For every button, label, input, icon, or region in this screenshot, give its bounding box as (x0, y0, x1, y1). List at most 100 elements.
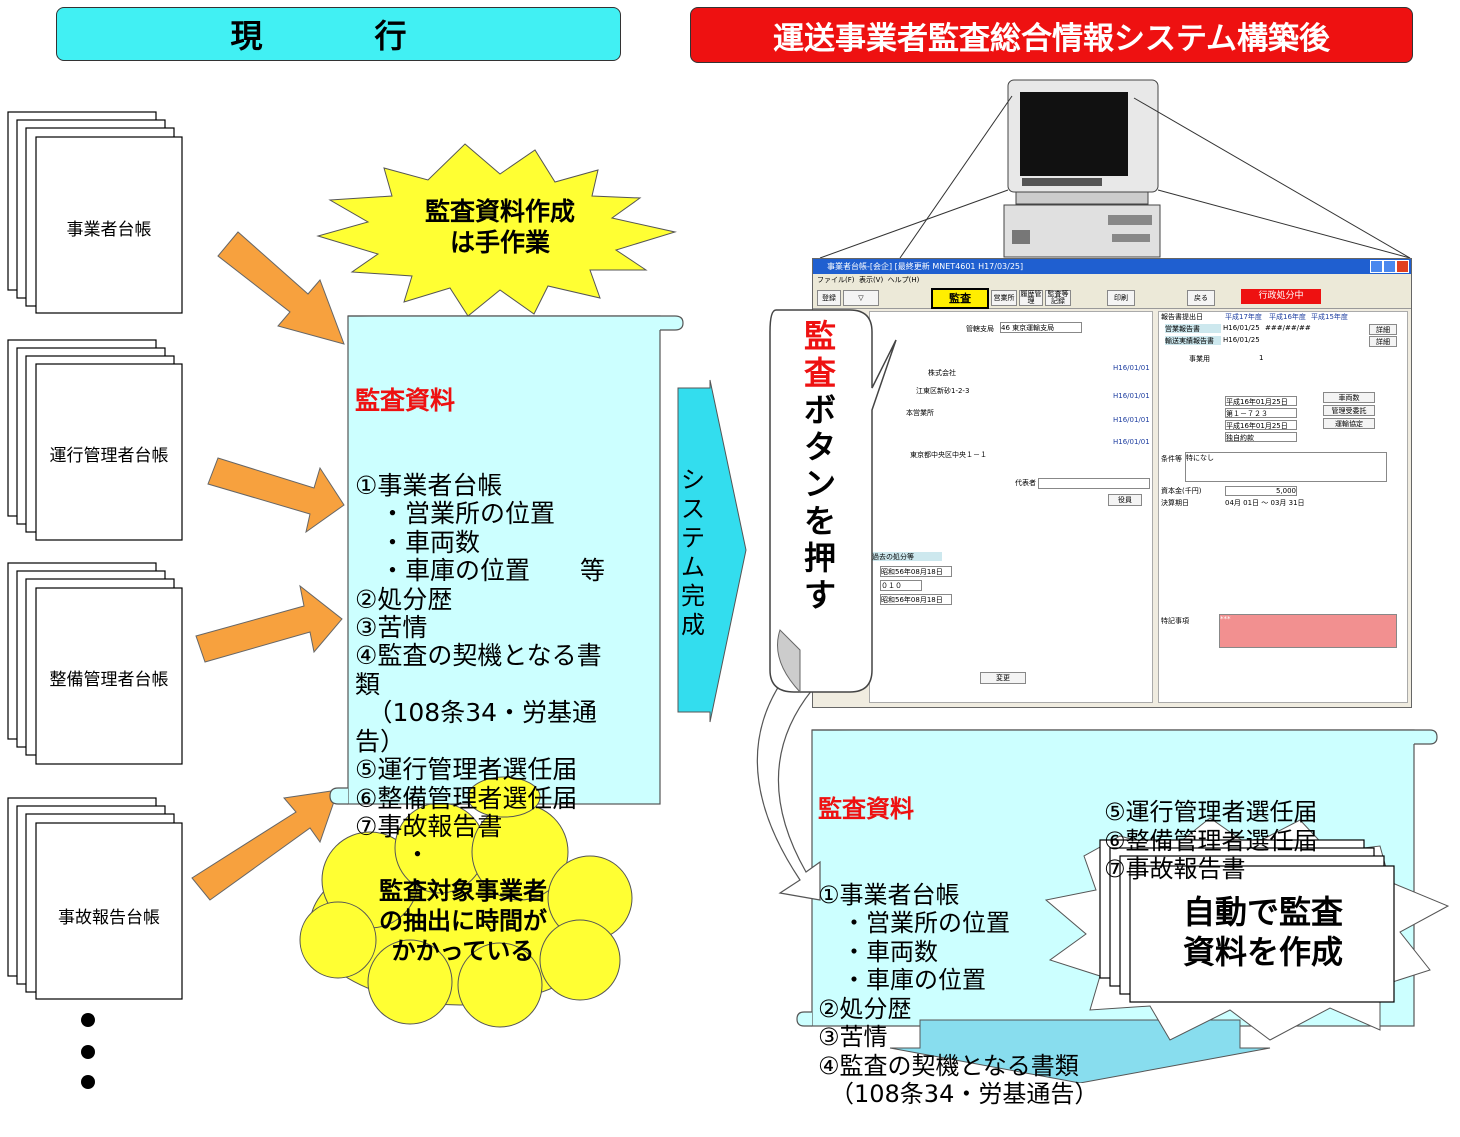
capital-value[interactable]: 5,000 (1225, 486, 1297, 496)
window-close-button[interactable] (1396, 260, 1409, 273)
print-button[interactable]: 印刷 (1107, 290, 1135, 306)
rule-date[interactable]: 平成16年01月25日 (1225, 420, 1297, 430)
capital-label: 資本金(千円) (1161, 487, 1202, 495)
system-complete-arrow (677, 379, 747, 723)
continuation-dot (81, 1045, 95, 1059)
menu-file[interactable]: ファイル(F) (817, 276, 855, 284)
left-list-item: ・営業所の位置 (355, 499, 556, 529)
staff-button[interactable]: 役員 (1108, 494, 1142, 506)
company-name: 株式会社 (928, 369, 956, 377)
remarks-field[interactable]: *** (1219, 614, 1397, 648)
thought-bubble-large (467, 776, 541, 818)
audit-record-button[interactable]: 監査等記録 (1045, 290, 1071, 306)
system-complete-label: システム完成 (681, 466, 705, 639)
right-list-item: ⑦事故報告書 (1104, 855, 1246, 883)
right-list-item: ③苦情 (818, 1023, 888, 1051)
vehicles-count: 1 (1259, 354, 1264, 362)
history-date-2[interactable]: 昭和56年08月18日 (880, 594, 952, 605)
business-report-mask: ###/##/## (1265, 324, 1311, 332)
business-report-label: 営業報告書 (1165, 324, 1221, 333)
rule-type[interactable]: 独自約款 (1225, 432, 1297, 442)
left-list-item: ①事業者台帳 (355, 471, 503, 501)
left-list-item: 類 (355, 669, 381, 699)
permit-number[interactable]: 第１－７２３ (1225, 408, 1297, 418)
computer-icon (819, 79, 1411, 259)
left-list-item: ③苦情 (355, 613, 428, 643)
time-cloud-text: 監査対象事業者 の抽出に時間が かかっている (379, 877, 547, 965)
ledger-stack-2 (7, 339, 183, 541)
ledger-stack-1 (7, 111, 183, 314)
permit-date[interactable]: 平成16年01月25日 (1225, 396, 1297, 406)
date-h16-2: H16/01/01 (1113, 392, 1150, 400)
diagram-canvas (7, 79, 1450, 1083)
filter-button[interactable]: ▽ (843, 290, 879, 306)
auto-create-paper-stack (1099, 839, 1395, 1003)
right-list-item: ②処分歴 (818, 994, 912, 1023)
arrow-ledger2-to-scroll (207, 457, 345, 534)
left-list-item: ④監査の契機となる書 (355, 641, 602, 671)
right-list-item: （108条34・労基通告） (818, 1080, 1099, 1108)
left-list-item: ⑥整備管理者選任届 (355, 783, 578, 813)
right-list-item: ⑤運行管理者選任届 (1104, 798, 1318, 826)
transport-agreement-button[interactable]: 運輸協定 (1323, 418, 1375, 429)
right-list-item: ④監査の契機となる書類 (818, 1051, 1079, 1080)
right-list-item: ①事業者台帳 (818, 880, 960, 909)
change-button[interactable]: 変更 (980, 672, 1026, 684)
current-header: 現 行 (56, 7, 621, 61)
window-maximize-button[interactable] (1383, 260, 1396, 273)
fiscal-label: 決算期日 (1161, 499, 1189, 507)
history-date-1[interactable]: 昭和56年08月18日 (880, 566, 952, 577)
representative-label: 代表者 (1015, 479, 1036, 487)
sales-office-button[interactable]: 営業所 (991, 290, 1017, 306)
office-label: 管轄支局 (966, 325, 994, 333)
transport-report-date: H16/01/25 (1223, 336, 1260, 344)
history-label: 過去の処分等 (872, 552, 942, 561)
app-titlebar: 事業者台帳-[会企] [最終更新 MNET4601 H17/03/25] (813, 259, 1411, 274)
back-button[interactable]: 戻る (1187, 290, 1215, 306)
left-list-item: （108条34・労基通 (355, 698, 598, 728)
address-field: 江東区新砂1-2-3 (916, 387, 970, 395)
left-list-item: ⑦事故報告書 (355, 811, 503, 841)
transport-report-label: 輸送実績報告書 (1165, 336, 1221, 345)
app-window: 事業者台帳-[会企] [最終更新 MNET4601 H17/03/25] ファイ… (812, 258, 1412, 708)
right-list-item: ・営業所の位置 (818, 909, 1010, 937)
address2-field: 東京都中央区中央１－１ (910, 451, 987, 459)
right-list-item: ・車庫の位置 (818, 966, 986, 994)
left-list-item: ・車両数 (355, 527, 481, 557)
sales-office-field: 本営業所 (906, 409, 934, 417)
date-h16-4: H16/01/01 (1113, 438, 1150, 446)
report-form-panel: 報告書提出日 平成17年度 平成16年度 平成15年度 営業報告書 H16/01… (1158, 311, 1408, 703)
app-menubar: ファイル(F) 表示(V) ヘルプ(H) (813, 274, 1411, 286)
history-code[interactable]: ０１０ (880, 580, 922, 591)
date-h16-1: H16/01/01 (1113, 364, 1150, 372)
detail-button-1[interactable]: 詳細 (1369, 324, 1397, 335)
office-select[interactable]: 46 東京運輸支局 (1000, 322, 1082, 333)
vehicle-count-button[interactable]: 車両数 (1323, 392, 1375, 403)
history-button[interactable]: 履歴管理 (1019, 290, 1043, 306)
right-list-item: ・車両数 (818, 937, 938, 966)
audit-button[interactable]: 監査 (931, 288, 989, 309)
status-badge: 行政処分中 (1241, 289, 1321, 304)
window-minimize-button[interactable] (1370, 260, 1383, 273)
left-list-item: ⑤運行管理者選任届 (355, 755, 578, 785)
detail-button-2[interactable]: 詳細 (1369, 336, 1397, 347)
conditions-text[interactable]: 特になし (1185, 452, 1387, 482)
ledger-stack-3 (7, 562, 183, 765)
business-form-panel: 管轄支局 46 東京運輸支局 株式会社 江東区新砂1-2-3 本営業所 東京都中… (869, 311, 1153, 703)
representative-input[interactable] (1038, 478, 1150, 489)
left-list-item: ・ (355, 868, 431, 898)
manage-button[interactable]: 管理受委託 (1323, 405, 1375, 416)
continuation-dot (81, 1013, 95, 1027)
auto-create-text: 自動で監査 資料を作成 (1182, 893, 1343, 971)
register-button[interactable]: 登録 (817, 290, 841, 306)
fiscal-value: 04月 01日 ～ 03月 31日 (1225, 499, 1305, 507)
menu-help[interactable]: ヘルプ(H) (887, 276, 920, 284)
report-header-label: 報告書提出日 (1161, 313, 1203, 321)
ledger-label-business: 事業者台帳 (66, 220, 152, 240)
business-report-date: H16/01/25 (1223, 324, 1260, 332)
continuation-dot (81, 1075, 95, 1089)
menu-view[interactable]: 表示(V) (858, 276, 884, 284)
